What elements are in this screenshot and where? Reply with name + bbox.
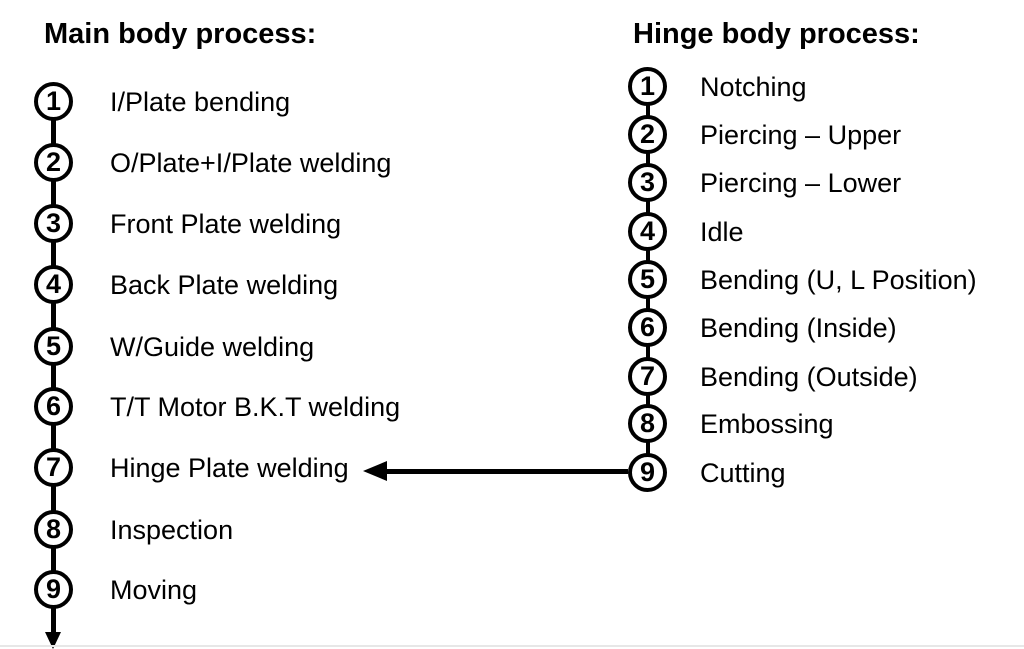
step-number-badge: 9	[34, 570, 73, 609]
hinge-process-title: Hinge body process:	[633, 18, 920, 50]
step-number-badge: 6	[628, 308, 667, 347]
hinge-step-1: 1 Notching	[628, 67, 807, 106]
hinge-step-7: 7 Bending (Outside)	[628, 357, 918, 396]
hinge-step-9: 9 Cutting	[628, 453, 786, 492]
step-number-badge: 1	[628, 67, 667, 106]
main-step-1: 1 I/Plate bending	[34, 82, 290, 121]
step-label: Cutting	[700, 458, 786, 488]
step-number-badge: 6	[34, 387, 73, 426]
step-number-badge: 4	[628, 212, 667, 251]
step-label: Bending (U, L Position)	[700, 265, 977, 295]
step-number-badge: 7	[34, 448, 73, 487]
step-number-badge: 5	[628, 260, 667, 299]
main-step-6: 6 T/T Motor B.K.T welding	[34, 387, 400, 426]
step-label: Moving	[110, 575, 198, 605]
step-label: Bending (Inside)	[700, 313, 897, 343]
hinge-step-3: 3 Piercing – Lower	[628, 163, 901, 202]
main-step-4: 4 Back Plate welding	[34, 265, 338, 304]
main-flow-line	[51, 102, 56, 633]
main-step-8: 8 Inspection	[34, 510, 233, 549]
step-number-badge: 3	[628, 163, 667, 202]
main-process-title: Main body process:	[44, 18, 317, 50]
main-step-9: 9 Moving	[34, 570, 197, 609]
hinge-step-8: 8 Embossing	[628, 404, 834, 443]
step-number-badge: 7	[628, 357, 667, 396]
step-label: T/T Motor B.K.T welding	[110, 392, 401, 422]
step-number-badge: 2	[628, 115, 667, 154]
step-number-badge: 2	[34, 143, 73, 182]
step-label: I/Plate bending	[110, 87, 291, 117]
hinge-to-main-arrow-head-icon	[363, 461, 387, 481]
step-label: Notching	[700, 72, 807, 102]
step-number-badge: 8	[628, 404, 667, 443]
main-step-2: 2 O/Plate+I/Plate welding	[34, 143, 391, 182]
step-label: Front Plate welding	[110, 209, 342, 239]
hinge-step-6: 6 Bending (Inside)	[628, 308, 897, 347]
step-number-badge: 4	[34, 265, 73, 304]
hinge-step-5: 5 Bending (U, L Position)	[628, 260, 977, 299]
step-label: O/Plate+I/Plate welding	[110, 148, 392, 178]
step-label: Hinge Plate welding	[110, 453, 349, 483]
main-step-3: 3 Front Plate welding	[34, 204, 341, 243]
main-flow-down-arrow-icon	[45, 632, 61, 649]
step-number-badge: 5	[34, 327, 73, 366]
main-step-5: 5 W/Guide welding	[34, 327, 314, 366]
step-number-badge: 3	[34, 204, 73, 243]
step-label: W/Guide welding	[110, 332, 315, 362]
step-label: Back Plate welding	[110, 270, 339, 300]
hinge-step-2: 2 Piercing – Upper	[628, 115, 901, 154]
main-step-7: 7 Hinge Plate welding	[34, 448, 349, 487]
step-label: Embossing	[700, 409, 834, 439]
step-number-badge: 8	[34, 510, 73, 549]
step-label: Bending (Outside)	[700, 362, 918, 392]
hinge-to-main-arrow-line	[386, 469, 628, 474]
bottom-divider	[0, 645, 1024, 647]
step-label: Inspection	[110, 515, 234, 545]
step-label: Piercing – Lower	[700, 168, 902, 198]
hinge-step-4: 4 Idle	[628, 212, 744, 251]
step-number-badge: 9	[628, 453, 667, 492]
step-label: Idle	[700, 217, 744, 247]
step-label: Piercing – Upper	[700, 120, 902, 150]
step-number-badge: 1	[34, 82, 73, 121]
